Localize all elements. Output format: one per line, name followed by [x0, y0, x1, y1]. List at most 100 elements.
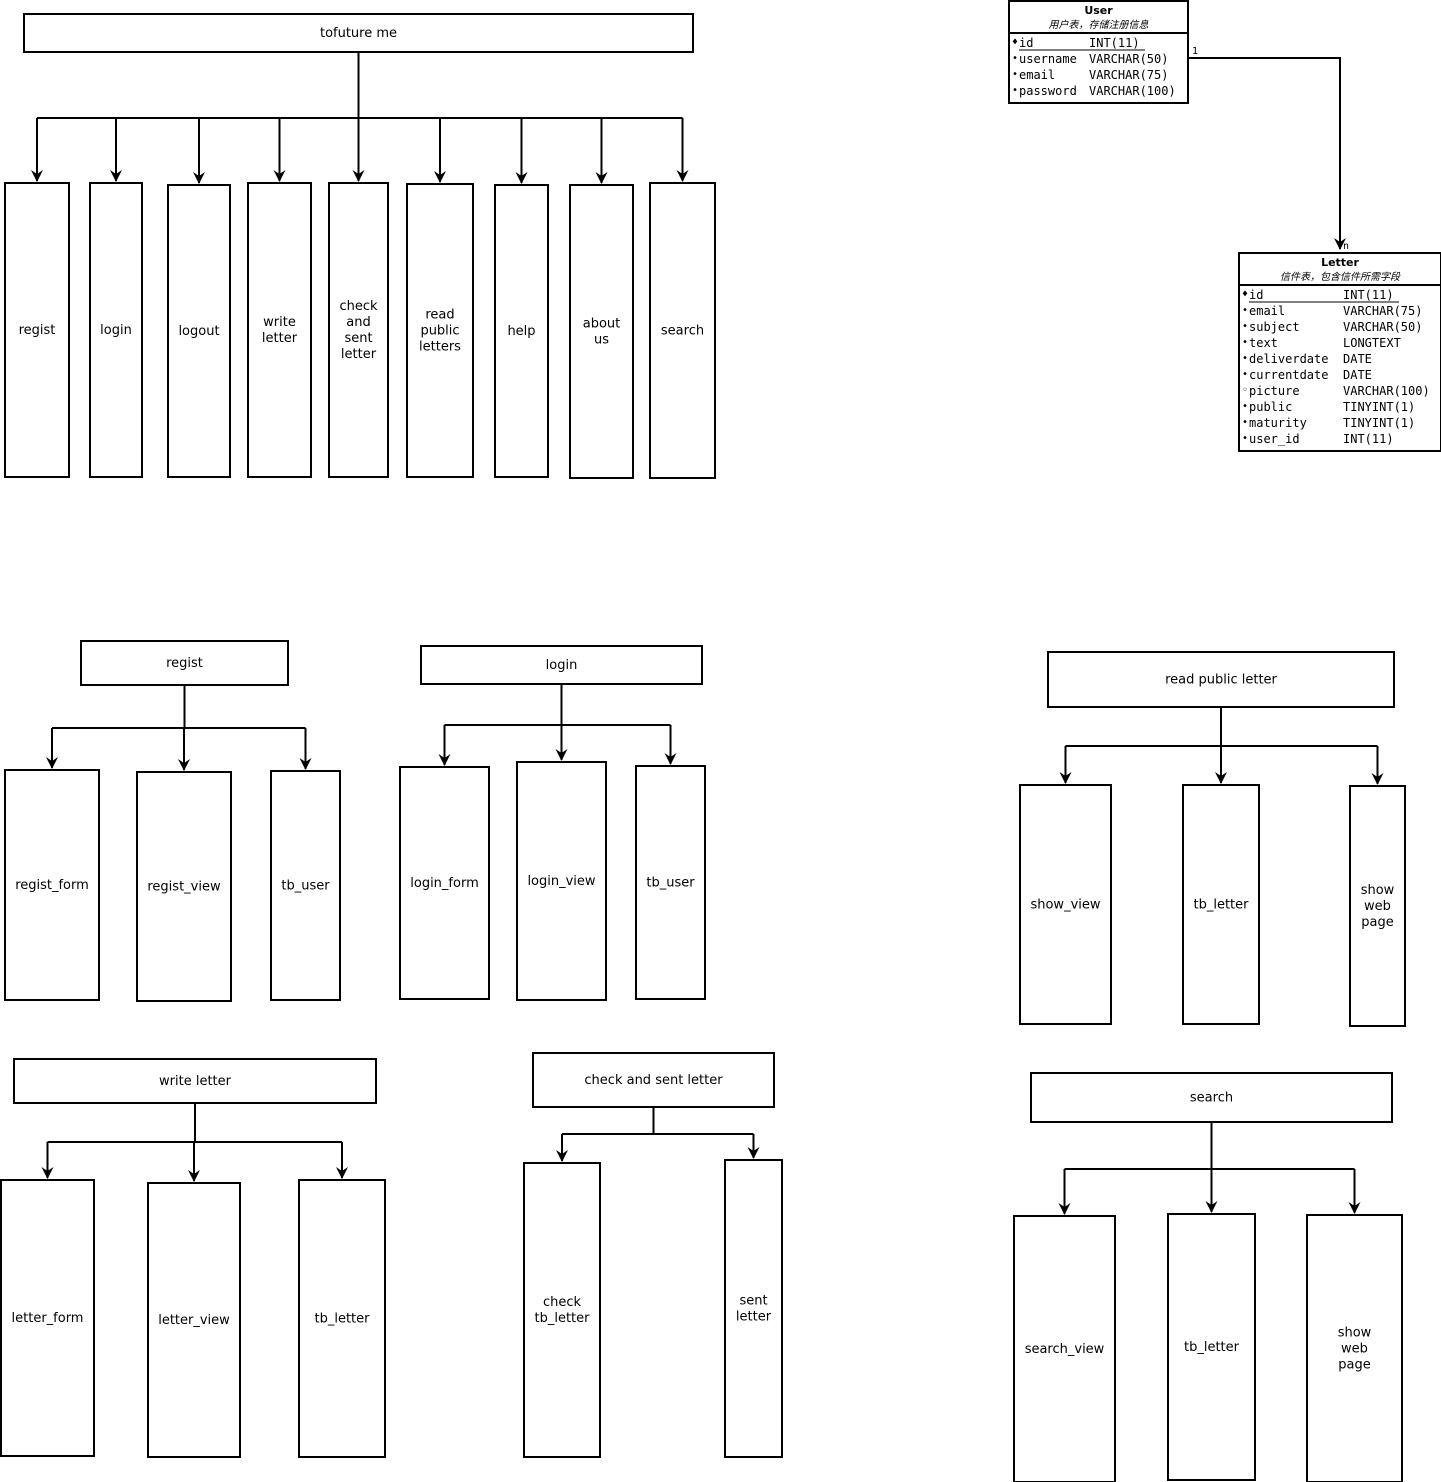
module-search-child-show-web-page-rect [1306, 1214, 1403, 1482]
module-regist-child-regist-view-rect [136, 771, 232, 1002]
overview-child-help-rect [494, 184, 549, 478]
overview-child-logout-rect [167, 184, 231, 478]
overview-child-login-label: login [100, 323, 132, 338]
cardinality-one: 1 [1192, 46, 1198, 57]
module-write-child-letter-view-label: letter_view [158, 1313, 230, 1328]
field-marker: • [1012, 69, 1018, 80]
field-marker: • [1242, 353, 1248, 364]
module-search-child-tb-letter-label: tb_letter [1184, 1340, 1240, 1355]
module-search-child-search-view-label: search_view [1025, 1342, 1105, 1357]
module-read-title-box-label: read public letter [1165, 673, 1277, 688]
field-type: LONGTEXT [1343, 336, 1401, 350]
field-name: public [1249, 400, 1292, 414]
module-login-title-box-label: login [546, 658, 578, 673]
module-read-child-tb-letter-rect [1182, 784, 1260, 1025]
module-read-child-show-web-page-rect [1349, 785, 1406, 1027]
field-name: picture [1249, 384, 1300, 398]
module-regist-child-regist-view: regist_view [136, 771, 232, 1002]
overview-child-check-and-sent-letter-rect [328, 182, 389, 478]
field-marker: • [1012, 85, 1018, 96]
field-marker: • [1242, 369, 1248, 380]
module-search-child-tb-letter: tb_letter [1167, 1213, 1256, 1481]
overview-child-search-rect [649, 182, 716, 479]
module-login-child-login-view-label: login_view [527, 874, 595, 889]
module-login-child-login-view: login_view [516, 761, 607, 1001]
module-write-title-box: write letter [13, 1058, 377, 1104]
module-login-child-login-form-rect [399, 766, 490, 1000]
table-user-rect [1008, 0, 1189, 104]
field-name: username [1019, 52, 1077, 66]
module-read-child-show-view-rect [1019, 784, 1112, 1025]
module-login-child-tb-user: tb_user [635, 765, 706, 1000]
module-regist-child-regist-form-rect [4, 769, 100, 1001]
relation-line [1189, 57, 1346, 250]
overview-child-read-public-letters-rect [406, 183, 474, 478]
field-name: password [1019, 84, 1077, 98]
module-login-child-login-form: login_form [399, 766, 490, 1000]
field-marker: • [1242, 401, 1248, 412]
module-read-child-show-view: show_view [1019, 784, 1112, 1025]
module-login-child-tb-user-label: tb_user [646, 876, 695, 891]
field-name: maturity [1249, 416, 1307, 430]
module-login-title-box-rect [420, 645, 703, 685]
field-type: INT(11) [1343, 288, 1394, 302]
field-type: VARCHAR(75) [1343, 304, 1422, 318]
module-search-child-tb-letter-rect [1167, 1213, 1256, 1481]
module-regist-child-tb-user: tb_user [270, 770, 341, 1001]
module-check-title-box-label: check and sent letter [584, 1073, 723, 1088]
module-write-child-letter-form-rect [0, 1179, 95, 1457]
field-type: VARCHAR(100) [1343, 384, 1430, 398]
field-name: deliverdate [1249, 352, 1328, 366]
field-name: subject [1249, 320, 1300, 334]
table-letter-comment: 信件表，包含信件所需字段 [1280, 271, 1401, 283]
field-name: id [1019, 36, 1033, 50]
module-search-title-box: search [1030, 1072, 1393, 1123]
field-type: DATE [1343, 352, 1372, 366]
module-login-child-login-form-label: login_form [410, 876, 478, 891]
module-regist-child-tb-user-rect [270, 770, 341, 1001]
module-read-child-tb-letter: tb_letter [1182, 784, 1260, 1025]
overview-child-help-label: help [507, 324, 535, 339]
module-write-child-tb-letter: tb_letter [298, 1179, 386, 1458]
module-check-title-box-rect [532, 1052, 775, 1108]
module-login-child-login-view-rect [516, 761, 607, 1001]
field-marker: ♦ [1012, 37, 1018, 48]
module-check-title-box: check and sent letter [532, 1052, 775, 1108]
overview-title-box-rect [23, 13, 694, 53]
field-marker: • [1012, 53, 1018, 64]
field-name: text [1249, 336, 1278, 350]
module-regist-title-box: regist [80, 640, 289, 686]
module-regist-title-box-label: regist [166, 656, 203, 671]
overview-child-regist-rect [4, 182, 70, 478]
module-regist-child-tb-user-label: tb_user [281, 879, 330, 894]
module-read-title-box-rect [1047, 651, 1395, 708]
module-regist-title-box-rect [80, 640, 289, 686]
module-search-title-box-label: search [1190, 1091, 1233, 1106]
overview-child-login: login [89, 182, 143, 478]
table-user-comment: 用户表，存储注册信息 [1049, 19, 1149, 31]
field-marker: • [1242, 321, 1248, 332]
field-marker: • [1242, 305, 1248, 316]
field-name: currentdate [1249, 368, 1328, 382]
field-type: VARCHAR(50) [1089, 52, 1168, 66]
field-type: TINYINT(1) [1343, 416, 1415, 430]
module-search-title-box-rect [1030, 1072, 1393, 1123]
field-type: TINYINT(1) [1343, 400, 1415, 414]
module-check-child-check-tb-letter-rect [523, 1162, 601, 1458]
module-regist-child-regist-form: regist_form [4, 769, 100, 1001]
module-login-title-box: login [420, 645, 703, 685]
field-marker: ♦ [1242, 289, 1248, 300]
table-user-title: User [1084, 4, 1113, 17]
module-write-child-tb-letter-label: tb_letter [315, 1312, 371, 1327]
